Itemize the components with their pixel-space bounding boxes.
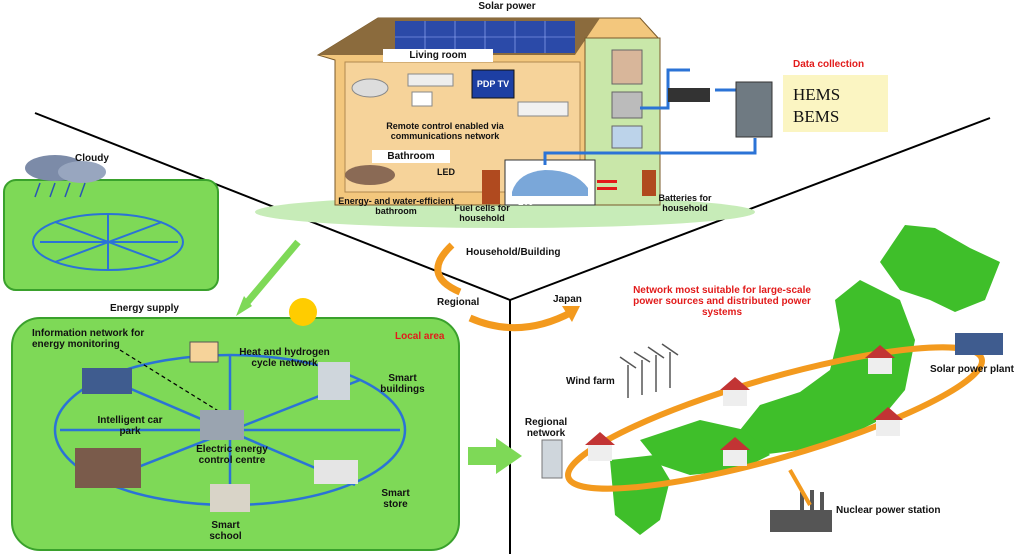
smart-store-label: Smart store: [381, 488, 410, 510]
remote-control-label: Remote control enabled via communication…: [386, 121, 504, 141]
smart-school-label: Smart school: [209, 520, 242, 542]
solar-array-icon: [82, 368, 132, 394]
outdoor-unit-icon: [411, 91, 433, 107]
bems-label: BEMS: [793, 107, 840, 126]
data-collection-label: Data collection: [793, 59, 865, 70]
bathtub-icon: [345, 165, 395, 185]
regional-label: Regional: [437, 297, 480, 308]
regional-to-japan-arrow: [468, 308, 574, 332]
smart-store-icon: [314, 460, 358, 484]
pdp-tv-label: PDP TV: [476, 79, 510, 89]
bathroom-efficiency-label: Energy- and water-efficient bathroom: [338, 196, 454, 216]
japan-map: [610, 225, 1000, 535]
energy-supply-label: Energy supply: [110, 303, 179, 314]
smart-school-icon: [210, 484, 250, 512]
local-area-title: Local area: [395, 331, 445, 342]
wind-farm-label: Wind farm: [566, 376, 615, 387]
wind-turbine-icon: [619, 343, 679, 398]
sun-icon: [289, 298, 317, 326]
router-icon: [517, 101, 569, 117]
led-label: LED: [437, 167, 455, 177]
hems-box: [783, 75, 888, 132]
fuel-cells-label: Fuel cells for household: [454, 203, 510, 223]
evs-label: EVs: [518, 198, 534, 207]
regional-network-label: Regional network: [524, 417, 568, 439]
tv-icon: [471, 69, 515, 99]
meter-icon: [611, 91, 643, 119]
ceiling-light-icon: [351, 78, 389, 98]
house-illustration: [316, 17, 773, 206]
heat-hydrogen-icon: [189, 341, 219, 363]
japan-label: Japan: [553, 294, 582, 305]
car-park-label: Intelligent car park: [97, 415, 163, 437]
server-icon: [735, 81, 773, 138]
mini-network-lines: [32, 213, 184, 271]
cloudy-label: Cloudy: [75, 153, 109, 164]
air-conditioner-icon: [407, 73, 454, 87]
info-network-label: Information network for energy monitorin…: [32, 328, 145, 350]
fuel-cell-icon: [482, 170, 500, 204]
hems-label: HEMS: [793, 85, 841, 104]
control-centre-icon: [200, 410, 244, 440]
network-note-label: Network most suitable for large-scale po…: [633, 285, 811, 318]
smart-buildings-label: Smart buildings: [380, 373, 425, 395]
regional-network-icon: [541, 439, 563, 479]
smart-building-icon: [318, 362, 350, 400]
heat-hydrogen-label: Heat and hydrogen cycle network: [239, 347, 330, 369]
living-room-label: Living room: [383, 49, 493, 62]
home-gateway-icon: [668, 88, 710, 102]
solar-plant-icon: [955, 333, 1003, 355]
household-to-regional-arrow: [434, 242, 462, 296]
solar-power-label: Solar power: [478, 1, 536, 12]
bathroom-label: Bathroom: [372, 150, 450, 163]
map-house-icons: [585, 345, 903, 466]
battery-icon: [642, 170, 656, 196]
cloud-icon: [25, 155, 106, 198]
national-grid-ring: [565, 344, 985, 492]
car-park-icon: [75, 448, 141, 488]
nuclear-station-label: Nuclear power station: [836, 505, 941, 516]
solar-plant-label: Solar power plant: [930, 364, 1014, 375]
local-to-national-arrow: [468, 447, 496, 465]
energy-supply-arrow: [242, 239, 301, 308]
household-building-label: Household/Building: [466, 247, 561, 258]
ev-car-icon: [512, 170, 588, 196]
control-centre-label: Electric energy control centre: [196, 444, 268, 466]
batteries-label: Batteries for household: [658, 193, 712, 213]
nuclear-station-icon: [770, 490, 832, 532]
info-network-arrow: [119, 349, 221, 413]
